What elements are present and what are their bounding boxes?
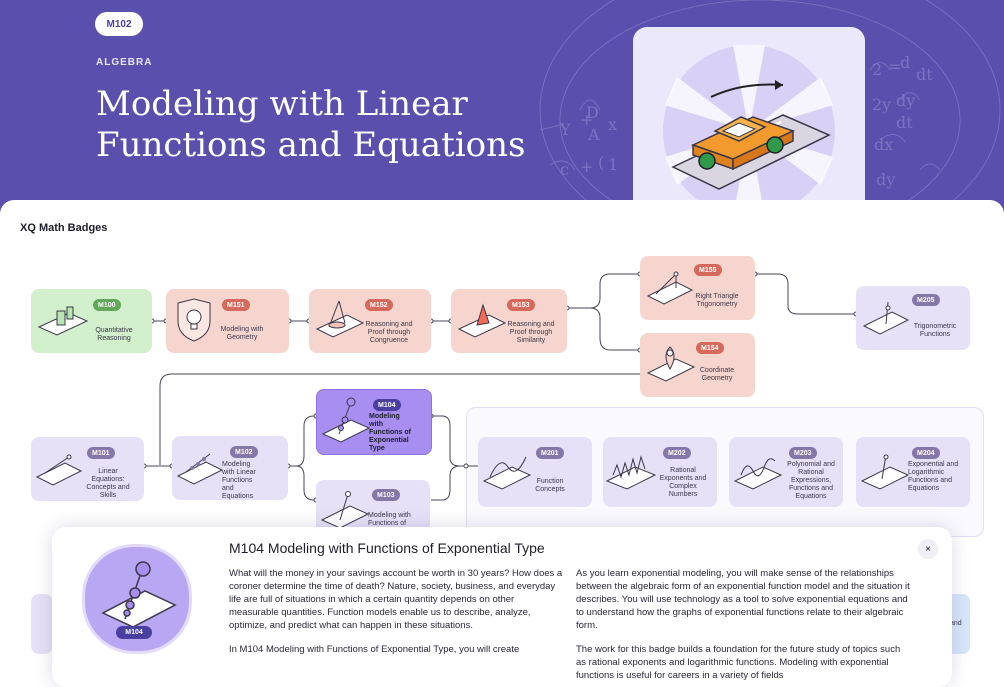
- car-on-road-icon: [663, 45, 835, 215]
- badge-label: Exponential and Logarithmic Functions an…: [908, 461, 959, 492]
- hero-category: ALGEBRA: [96, 57, 153, 68]
- badge-code: M203: [789, 447, 817, 459]
- svg-text:dt: dt: [896, 113, 913, 132]
- badge-code: M102: [230, 446, 258, 458]
- right-triangle-icon: [646, 271, 694, 305]
- badge-label: and: [950, 620, 962, 627]
- badge-label: Reasoning and Proof through Similarity: [507, 321, 555, 344]
- badge-node-m100[interactable]: M100 Quantitative Reasoning: [31, 289, 152, 353]
- badge-code: M100: [93, 299, 121, 311]
- page-title: Modeling with Linear Functions and Equat…: [96, 84, 526, 165]
- badge-node-m152[interactable]: M152 Reasoning and Proof through Congrue…: [309, 289, 431, 353]
- modal-paragraph: The work for this badge builds a foundat…: [576, 644, 901, 681]
- badge-node-m154[interactable]: M154 Coordinate Geometry: [640, 333, 755, 397]
- badge-code: M103: [372, 489, 400, 501]
- blocks-icon: [37, 306, 89, 336]
- svg-text:dy: dy: [876, 170, 895, 189]
- svg-text:(: (: [598, 153, 604, 172]
- svg-text:dt: dt: [916, 65, 933, 84]
- badge-code: M205: [912, 294, 940, 306]
- svg-text:x: x: [608, 115, 617, 134]
- modal-paragraph: As you learn exponential modeling, you w…: [576, 568, 910, 631]
- curve-plane-icon: [320, 491, 370, 529]
- wave-plane-icon: [862, 301, 910, 335]
- badge-node-m101[interactable]: M101 Linear Equations: Concepts and Skil…: [31, 437, 144, 501]
- badge-label: Modeling with Functions of: [368, 512, 411, 527]
- modal-paragraph: What will the money in your savings acco…: [229, 568, 563, 631]
- badge-label: Modeling with Linear Functions and Equat…: [222, 461, 256, 500]
- badge-code: M152: [365, 299, 393, 311]
- polynomial-curve-icon: [733, 458, 783, 490]
- points-line-icon: [176, 453, 224, 485]
- badge-node-m201[interactable]: M201 Function Concepts: [478, 437, 592, 507]
- exponential-curve-icon: [101, 561, 177, 628]
- panel-title: XQ Math Badges: [20, 222, 108, 234]
- map-pin-icon: [646, 346, 696, 382]
- modal-paragraph: In M104 Modeling with Functions of Expon…: [229, 644, 520, 655]
- svg-text:A: A: [587, 125, 600, 144]
- svg-text:+: +: [580, 110, 593, 129]
- badge-node-peek-left[interactable]: [31, 594, 53, 654]
- modal-description-left: What will the money in your savings acco…: [229, 567, 563, 667]
- svg-text:2y: 2y: [872, 95, 891, 114]
- badge-label: Quantitative Reasoning: [95, 327, 133, 342]
- badge-label: Rational Exponents and Complex Numbers: [659, 467, 707, 498]
- hero-banner: Y + D A x c + ( 1 2 = d dt 2y dy dt dx d…: [0, 0, 1004, 215]
- svg-text:1: 1: [608, 155, 618, 174]
- zigzag-curve-icon: [605, 455, 657, 490]
- badge-code: M204: [912, 447, 940, 459]
- svg-text:2: 2: [872, 60, 882, 79]
- badge-code: M202: [663, 447, 691, 459]
- badge-label: Trigonometric Functions: [913, 323, 957, 338]
- badge-node-m104[interactable]: M104 Modeling with Functions of Exponent…: [316, 389, 432, 455]
- svg-text:d: d: [900, 53, 910, 72]
- line-plane-icon: [35, 454, 83, 486]
- close-button[interactable]: ×: [918, 539, 938, 559]
- math-scribble-decoration: Y + D A x c + ( 1 2 = d dt 2y dy dt dx d…: [539, 0, 1001, 215]
- badge-label: Modeling with Geometry: [220, 326, 264, 341]
- modal-title: M104 Modeling with Functions of Exponent…: [229, 540, 545, 556]
- badge-code: M101: [87, 447, 115, 459]
- svg-text:c: c: [560, 160, 569, 179]
- badge-node-m155[interactable]: M155 Right Triangle Trigonometry: [640, 256, 755, 320]
- badge-label: Function Concepts: [535, 478, 565, 493]
- badge-code: M154: [696, 342, 724, 354]
- badge-code: M155: [694, 264, 722, 276]
- svg-text:D: D: [586, 103, 599, 122]
- svg-text:dx: dx: [874, 135, 893, 154]
- badge-label: Modeling with Functions of Exponential T…: [369, 413, 411, 452]
- modal-badge-code: M104: [116, 626, 152, 639]
- hero-badge-code: M102: [95, 12, 143, 36]
- badge-label: Coordinate Geometry: [699, 367, 735, 382]
- bulb-shield-icon: [177, 298, 211, 342]
- badge-code: M153: [507, 299, 535, 311]
- badge-node-m151[interactable]: M151 Modeling with Geometry: [166, 289, 289, 353]
- badge-detail-modal: M104 M104 Modeling with Functions of Exp…: [52, 527, 952, 687]
- svg-text:=: =: [888, 57, 901, 76]
- modal-description-right: As you learn exponential modeling, you w…: [576, 567, 910, 687]
- badge-node-m204[interactable]: M204 Exponential and Logarithmic Functio…: [856, 437, 970, 507]
- badge-code: M104: [373, 399, 401, 411]
- badge-label: Linear Equations: Concepts and Skills: [86, 468, 130, 499]
- badge-node-m202[interactable]: M202 Rational Exponents and Complex Numb…: [603, 437, 717, 507]
- badge-label: Polynomial and Rational Expressions, Fun…: [787, 461, 835, 500]
- badge-code: M151: [222, 299, 250, 311]
- badge-code: M201: [536, 447, 564, 459]
- prism-plane-icon: [457, 303, 507, 338]
- badge-node-m153[interactable]: M153 Reasoning and Proof through Similar…: [451, 289, 567, 353]
- badge-node-m203[interactable]: M203 Polynomial and Rational Expressions…: [729, 437, 843, 507]
- svg-text:Y: Y: [559, 120, 571, 139]
- function-curve-icon: [482, 456, 532, 490]
- badge-node-m102[interactable]: M102 Modeling with Linear Functions and …: [172, 436, 288, 500]
- badge-label: Right Triangle Trigonometry: [695, 293, 739, 308]
- log-curve-icon: [860, 454, 910, 490]
- cone-plane-icon: [315, 300, 365, 338]
- exponential-curve-icon: [321, 397, 371, 443]
- badge-node-m205[interactable]: M205 Trigonometric Functions: [856, 286, 970, 350]
- svg-text:+: +: [580, 157, 593, 176]
- hero-illustration-card: [633, 27, 865, 215]
- svg-text:dy: dy: [896, 91, 915, 110]
- badge-label: Reasoning and Proof through Congruence: [365, 321, 413, 344]
